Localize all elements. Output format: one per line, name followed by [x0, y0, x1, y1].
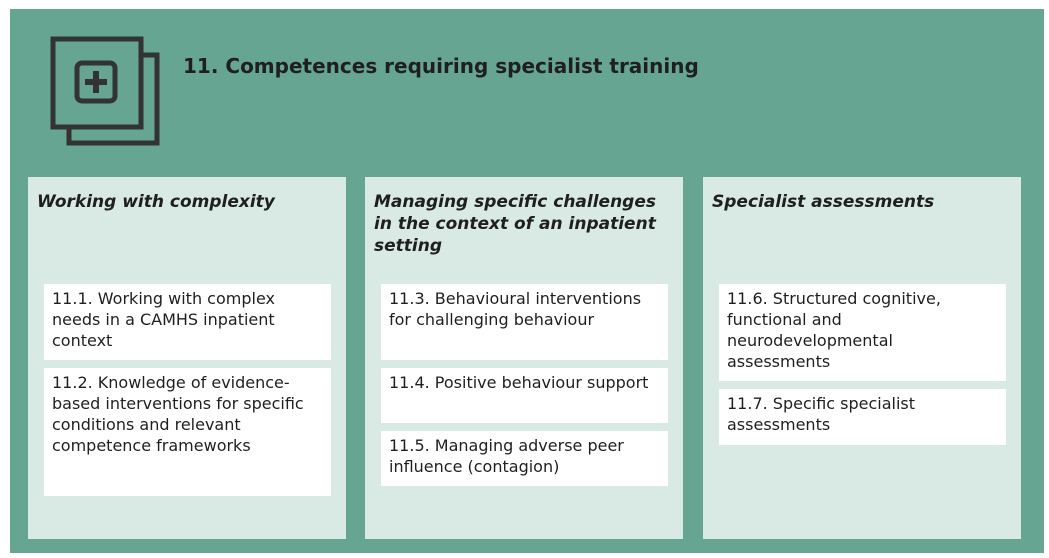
column-heading: Specialist assessments [712, 192, 935, 212]
column-specialist-assessments: Specialist assessments 11.6. Structured … [703, 177, 1021, 539]
column-heading: Working with complexity [37, 192, 275, 212]
column-working-with-complexity: Working with complexity 11.1. Working wi… [28, 177, 346, 539]
competence-card-11-2: 11.2. Knowledge of evidence-based interv… [44, 368, 331, 496]
competence-card-11-4: 11.4. Positive behaviour support [381, 368, 668, 423]
page-title: 11. Competences requiring specialist tra… [183, 54, 699, 78]
competence-card-11-3: 11.3. Behavioural interventions for chal… [381, 284, 668, 360]
column-managing-specific-challenges: Managing specific challenges in the cont… [365, 177, 683, 539]
column-heading: Managing specific challenges in the cont… [374, 192, 657, 256]
competence-card-11-7: 11.7. Specific specialist assessments [719, 389, 1006, 445]
competence-card-11-6: 11.6. Structured cognitive, functional a… [719, 284, 1006, 381]
competence-card-11-5: 11.5. Managing adverse peer influence (c… [381, 431, 668, 486]
competence-card-11-1: 11.1. Working with complex needs in a CA… [44, 284, 331, 360]
plus-square-icon [50, 36, 160, 146]
competence-panel: 11. Competences requiring specialist tra… [10, 9, 1044, 553]
